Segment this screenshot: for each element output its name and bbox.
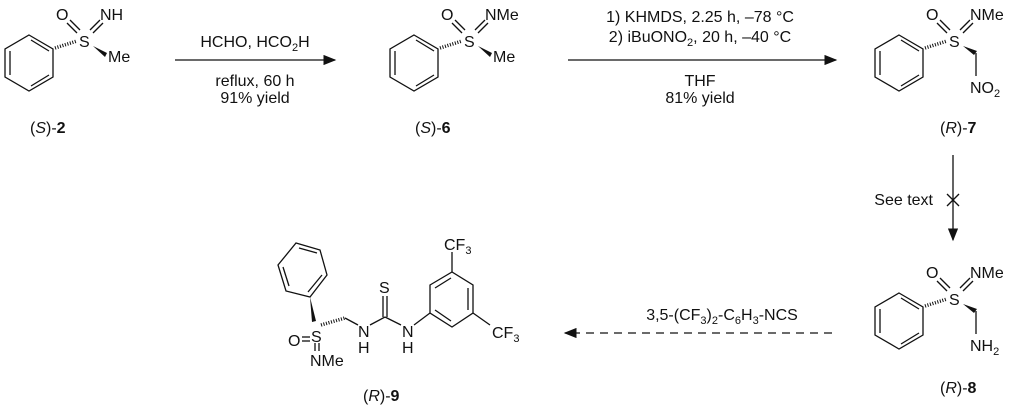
yield: 91% yield	[220, 90, 289, 107]
thiocarbonyl-sulfur: S	[379, 280, 390, 297]
solvent: THF	[684, 73, 715, 90]
nh-nitrogen: N	[402, 324, 414, 341]
cf3-group: CF3	[444, 237, 471, 257]
compound-9: S O NMe S N H N H CF3 CF3 (R)-9	[277, 237, 519, 405]
sulfur-atom: S	[949, 292, 960, 309]
yield: 81% yield	[665, 90, 734, 107]
imine-group: NH	[100, 7, 123, 24]
compound-6: S O NMe Me (S)-6	[389, 7, 519, 137]
nitro-group: NO2	[970, 80, 1000, 100]
phenyl-ring	[4, 34, 54, 92]
imine-group: NMe	[970, 7, 1004, 24]
sulfur-atom: S	[464, 34, 475, 51]
compound-label: (S)-2	[30, 120, 66, 137]
methyl-group: Me	[108, 49, 130, 66]
compound-8: S O NMe NH2 (R)-8	[874, 265, 1004, 397]
compound-label: (R)-8	[940, 380, 977, 397]
nh-hydrogen: H	[402, 340, 414, 357]
compound-7: S O NMe NO2 (R)-7	[874, 7, 1004, 137]
oxygen-atom: O	[926, 7, 938, 24]
oxygen-atom: O	[441, 7, 453, 24]
phenyl-ring	[389, 34, 439, 92]
methyl-group: Me	[493, 49, 515, 66]
reagents: HCHO, HCO2H	[200, 34, 309, 54]
reagent-line-1: 1) KHMDS, 2.25 h, –78 °C	[606, 9, 794, 26]
compound-label: (R)-9	[363, 388, 400, 405]
imine-group: NMe	[485, 7, 519, 24]
sulfur-atom: S	[311, 329, 322, 346]
step-4: 3,5-(CF3)2-C6H3-NCS	[563, 307, 832, 339]
phenyl-ring	[874, 34, 924, 92]
oxygen-atom: O	[926, 265, 938, 282]
step-3-failed: See text	[874, 155, 960, 242]
reagent: 3,5-(CF3)2-C6H3-NCS	[646, 307, 798, 327]
oxygen-atom: O	[288, 333, 300, 350]
compound-2: S O NH Me (S)-2	[4, 7, 130, 137]
phenyl-ring	[277, 242, 328, 298]
aryl-ring	[429, 271, 474, 328]
imine-group: NMe	[970, 265, 1004, 282]
phenyl-ring	[874, 292, 924, 350]
oxygen-atom: O	[56, 7, 68, 24]
sulfur-atom: S	[949, 34, 960, 51]
step-2: 1) KHMDS, 2.25 h, –78 °C 2) iBuONO2, 20 …	[568, 9, 838, 107]
nh-hydrogen: H	[358, 340, 370, 357]
cf3-group: CF3	[492, 325, 519, 345]
amine-group: NH2	[970, 338, 999, 358]
imine-group: NMe	[310, 353, 344, 370]
compound-label: (S)-6	[415, 120, 451, 137]
conditions: reflux, 60 h	[215, 73, 294, 90]
reagent-line-2: 2) iBuONO2, 20 h, –40 °C	[609, 29, 791, 49]
compound-label: (R)-7	[940, 120, 977, 137]
step-1: HCHO, HCO2H reflux, 60 h 91% yield	[175, 34, 337, 107]
nh-nitrogen: N	[358, 324, 370, 341]
see-text-label: See text	[874, 192, 933, 209]
sulfur-atom: S	[79, 34, 90, 51]
